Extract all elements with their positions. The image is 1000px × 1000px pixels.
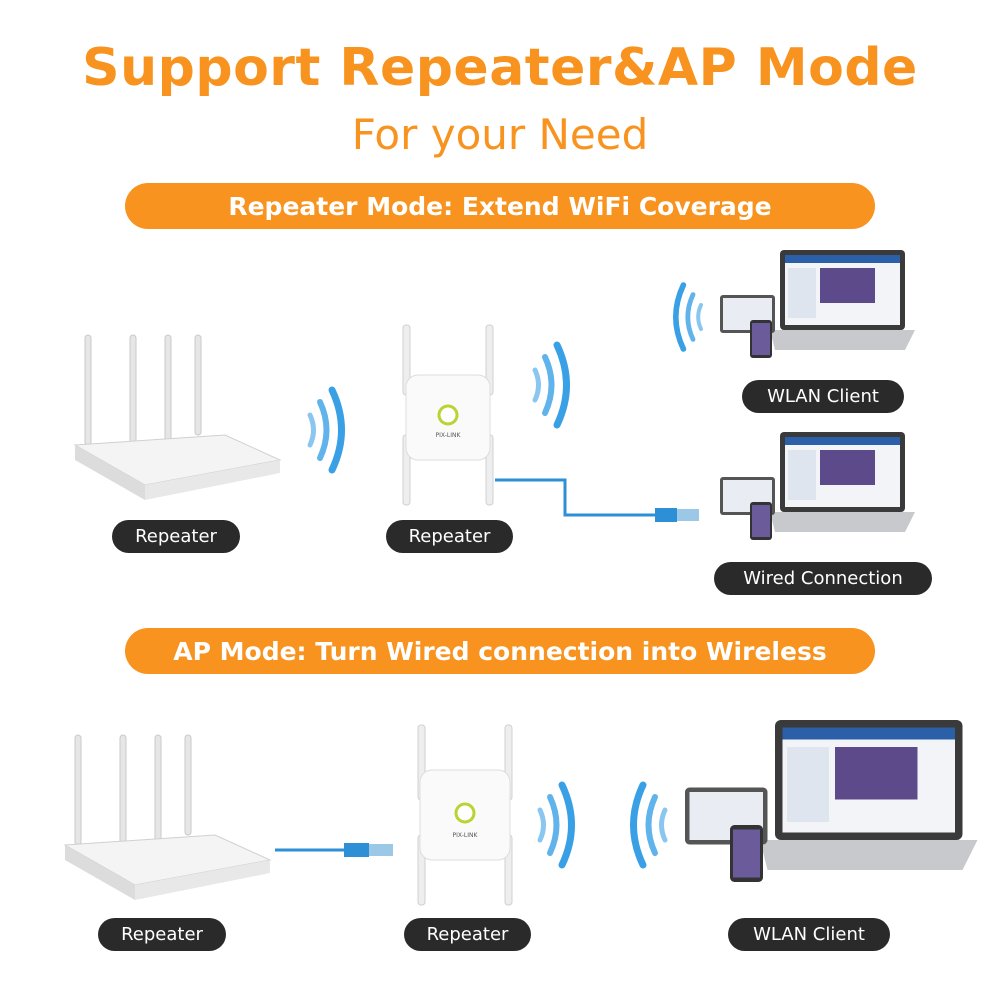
laptop-phone-tablet-image	[685, 720, 978, 882]
ethernet-cable	[495, 478, 699, 522]
router-image	[74, 334, 281, 501]
label-router: Repeater	[98, 918, 226, 951]
router-image	[64, 734, 271, 901]
page-title: Support Repeater&AP Mode	[82, 38, 918, 98]
laptop-phone-tablet-image	[720, 432, 915, 540]
label-wlan-client: WLAN Client	[742, 380, 904, 413]
repeater-device-image: PIX-LINK	[402, 324, 494, 506]
wifi-waves-icon	[535, 785, 585, 870]
label-wired-connection: Wired Connection	[714, 562, 932, 595]
page-subtitle: For your Need	[351, 110, 649, 159]
label-repeater: Repeater	[386, 520, 513, 553]
repeater-device-image: PIX-LINK	[417, 724, 513, 906]
laptop-phone-tablet-image	[720, 250, 915, 358]
wifi-waves-icon	[660, 285, 705, 350]
label-repeater: Repeater	[404, 918, 531, 951]
repeater-mode-banner: Repeater Mode: Extend WiFi Coverage	[125, 183, 875, 229]
wifi-waves-icon	[530, 345, 580, 430]
label-router: Repeater	[112, 520, 240, 553]
ap-mode-banner: AP Mode: Turn Wired connection into Wire…	[125, 628, 875, 674]
brand-logo: PIX-LINK	[453, 832, 479, 839]
wifi-waves-icon	[620, 785, 670, 870]
wifi-waves-icon	[305, 390, 355, 470]
label-wlan-client: WLAN Client	[728, 918, 890, 951]
brand-logo: PIX-LINK	[436, 432, 462, 439]
ethernet-cable	[275, 843, 393, 857]
